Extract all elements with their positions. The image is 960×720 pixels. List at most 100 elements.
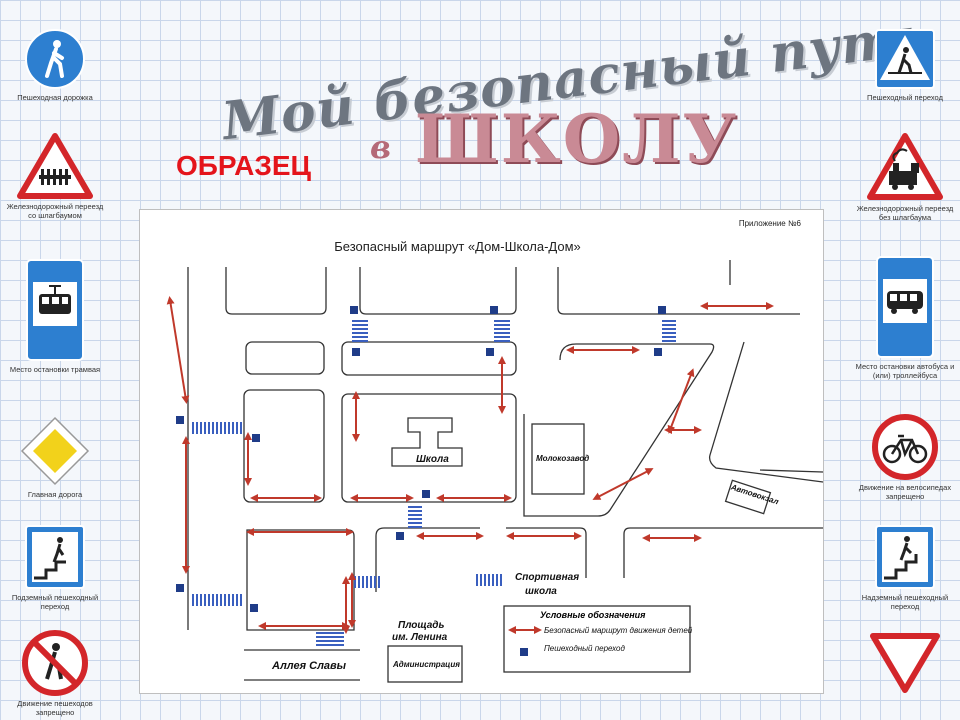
block-mid-1 xyxy=(243,389,325,503)
crossing-sign-icon xyxy=(490,306,498,314)
zebra-crossing xyxy=(316,632,344,646)
poster-title: Мой безопасный путь в ШКОЛУ xyxy=(200,5,935,178)
label-sport-school-2: школа xyxy=(525,586,557,597)
label-school: Школа xyxy=(416,454,449,465)
block-row2-2 xyxy=(341,341,517,376)
route-arrows xyxy=(166,296,774,634)
label-sport-school-1: Спортивная xyxy=(515,572,580,583)
crossing-sign-icon xyxy=(250,604,258,612)
right-signs-column: Пешеходный переход Железнодорожный перее… xyxy=(850,0,960,720)
underground-crossing-icon xyxy=(25,525,85,589)
route-map-drawing xyxy=(166,260,823,683)
sign-main-road: Главная дорога xyxy=(0,415,110,499)
crossing-sign-icon xyxy=(350,306,358,314)
sign-caption: Движение на велосипедах запрещено xyxy=(858,483,952,501)
crossing-signs xyxy=(176,306,666,656)
left-signs-column: Пешеходная дорожка Железнодорожный перее… xyxy=(0,0,110,720)
sign-caption: Пешеходная дорожка xyxy=(17,93,93,102)
sign-give-way xyxy=(850,632,960,694)
crossing-sign-icon xyxy=(654,348,662,356)
zebra-crossings xyxy=(192,320,676,646)
school-building xyxy=(391,417,463,467)
block-top-2 xyxy=(359,267,517,315)
zebra-crossing xyxy=(192,594,242,606)
sign-caption: Место остановки автобуса и (или) троллей… xyxy=(855,362,955,380)
tram-stop-icon xyxy=(26,259,84,361)
zebra-crossing xyxy=(662,320,676,342)
sign-caption: Надземный пешеходный переход xyxy=(861,593,949,611)
crossing-sign-icon xyxy=(422,490,430,498)
pedestrian-crossing-icon xyxy=(875,29,935,89)
sign-railway-no-barrier: Железнодорожный переезд без шлагбаума xyxy=(850,133,960,222)
legend-route-text: Безопасный маршрут движения детей xyxy=(544,626,693,635)
dairy-building xyxy=(531,423,585,495)
railway-crossing-no-barrier-icon xyxy=(867,133,943,200)
zebra-crossing xyxy=(494,320,510,342)
route-arrow xyxy=(592,468,654,500)
label-alley: Аллея Славы xyxy=(272,660,347,672)
sign-pedestrian-path: Пешеходная дорожка xyxy=(0,28,110,102)
block-top-1 xyxy=(225,267,327,315)
label-administration: Администрация xyxy=(393,660,460,669)
no-pedestrians-icon xyxy=(22,630,88,696)
crossing-sign-icon xyxy=(520,648,528,656)
zebra-crossing xyxy=(352,320,368,342)
no-bicycles-icon xyxy=(872,414,938,480)
legend-box xyxy=(503,605,691,673)
zebra-crossing xyxy=(192,422,242,434)
overhead-crossing-icon xyxy=(875,525,935,589)
sign-railway-barrier: Железнодорожный переезд со шлагбаумом xyxy=(0,133,110,220)
route-arrow xyxy=(667,368,695,434)
crossing-sign-icon xyxy=(396,532,404,540)
sign-caption: Железнодорожный переезд со шлагбаумом xyxy=(6,202,104,220)
crossing-sign-icon xyxy=(352,348,360,356)
route-arrow xyxy=(166,296,190,404)
block-low-3 xyxy=(506,527,587,578)
road-right-curve xyxy=(708,341,823,483)
crossing-sign-icon xyxy=(658,306,666,314)
sign-tram-stop: Место остановки трамвая xyxy=(0,258,110,374)
crossing-sign-icon xyxy=(252,434,260,442)
give-way-icon xyxy=(870,633,940,693)
sign-pedestrian-crossing: Пешеходный переход xyxy=(850,28,960,102)
main-road-icon xyxy=(20,416,90,486)
block-low-2 xyxy=(375,527,480,592)
pedestrian-path-icon xyxy=(25,29,85,89)
legend-crossing-text: Пешеходный переход xyxy=(544,644,625,653)
zebra-crossing xyxy=(476,574,502,586)
sign-underground-crossing: Подземный пешеходный переход xyxy=(0,524,110,611)
zebra-crossing xyxy=(408,506,422,528)
sign-bus-stop: Место остановки автобуса и (или) троллей… xyxy=(850,255,960,380)
appendix-label: Приложение №6 xyxy=(738,219,801,228)
crossing-sign-icon xyxy=(486,348,494,356)
label-dairy: Молокозавод xyxy=(536,454,590,463)
map-title: Безопасный маршрут «Дом-Школа-Дом» xyxy=(334,239,581,254)
sign-caption: Пешеходный переход xyxy=(867,93,943,102)
railway-crossing-barrier-icon xyxy=(17,133,93,199)
sign-overhead-crossing: Надземный пешеходный переход xyxy=(850,524,960,611)
bus-stop-icon xyxy=(876,256,934,358)
legend-title: Условные обозначения xyxy=(540,610,646,620)
label-square-1: Площадь xyxy=(398,620,445,631)
sign-caption: Подземный пешеходный переход xyxy=(11,593,99,611)
title-school: ШКОЛУ xyxy=(415,100,739,178)
block-low-4 xyxy=(623,527,823,578)
sign-caption: Место остановки трамвая xyxy=(9,365,101,374)
label-square-2: им. Ленина xyxy=(392,632,448,643)
sign-no-bicycles: Движение на велосипедах запрещено xyxy=(850,414,960,501)
road-right-lower xyxy=(759,469,823,473)
sign-caption: Движение пешеходов запрещено xyxy=(17,699,93,717)
sample-label: ОБРАЗЕЦ xyxy=(176,150,312,181)
administration-building xyxy=(387,645,463,683)
title-preposition: в xyxy=(370,128,392,166)
alley-road xyxy=(244,649,360,681)
crossing-sign-icon xyxy=(176,584,184,592)
route-map-panel: Приложение №6 Безопасный маршрут «Дом-Шк… xyxy=(139,209,824,694)
block-low-1 xyxy=(246,529,355,631)
block-mid-school xyxy=(341,393,517,503)
sign-caption: Железнодорожный переезд без шлагбаума xyxy=(856,204,954,222)
bus-station-building xyxy=(724,479,772,515)
block-top-3 xyxy=(557,267,800,315)
road-outlines xyxy=(187,260,823,681)
sign-caption: Главная дорога xyxy=(27,490,83,499)
